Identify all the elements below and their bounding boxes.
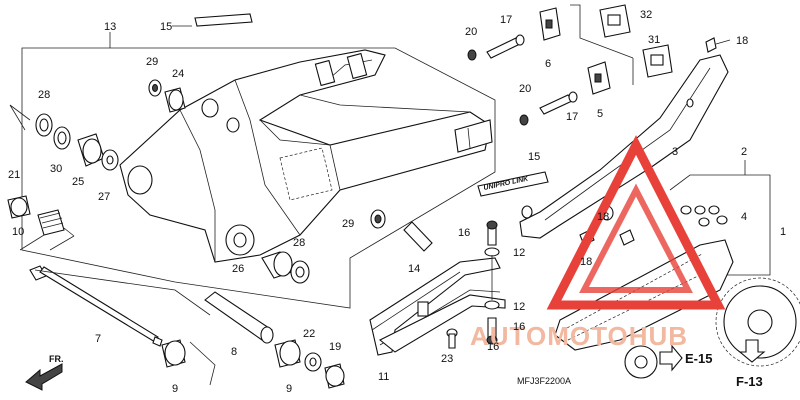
label-16-mid: 16 — [513, 321, 525, 333]
label-3: 3 — [672, 146, 678, 158]
label-20-top: 20 — [465, 26, 477, 38]
label-31: 31 — [648, 34, 660, 46]
label-25: 25 — [72, 176, 84, 188]
label-6: 6 — [545, 58, 551, 70]
label-16-low: 16 — [487, 341, 499, 353]
label-17-top: 17 — [500, 14, 512, 26]
label-9-right: 9 — [286, 383, 292, 395]
label-15-top: 15 — [160, 21, 172, 33]
label-26: 26 — [232, 263, 244, 275]
label-28-top: 28 — [38, 89, 50, 101]
adjuster-10 — [19, 209, 75, 251]
front-label: FR. — [49, 354, 64, 364]
drive-chain-box — [669, 160, 771, 276]
swingarm — [119, 49, 493, 263]
watermark-logo: AUTOMOTOHUB — [470, 135, 726, 351]
label-20-mid: 20 — [519, 83, 531, 95]
screws-16-12 — [446, 220, 500, 349]
label-11: 11 — [378, 371, 389, 383]
label-17-mid: 17 — [566, 111, 578, 123]
collar-8 — [204, 291, 274, 344]
clip-31 — [642, 44, 673, 78]
rear-sprocket — [715, 277, 800, 367]
drive-sprocket — [624, 345, 658, 379]
label-13: 13 — [104, 21, 116, 33]
clip-32 — [599, 4, 631, 38]
bolt-18-top — [705, 37, 731, 53]
label-12-top: 12 — [513, 247, 525, 259]
bolts-17 — [467, 34, 578, 126]
label-19: 19 — [329, 341, 341, 353]
label-18-mid: 18 — [597, 211, 609, 223]
ref-f13: F-13 — [736, 374, 763, 389]
pivot-parts-left — [9, 104, 119, 171]
adjuster-bolt-21 — [7, 195, 31, 219]
front-direction-arrow[interactable] — [25, 363, 63, 391]
swingarm-group-outline — [21, 32, 496, 309]
diagram-code: MFJ3F2200A — [517, 376, 571, 386]
watermark-text: AUTOMOTOHUB — [470, 321, 688, 351]
collar-26-28 — [261, 251, 310, 284]
label-18-top: 18 — [736, 35, 748, 47]
label-7: 7 — [95, 333, 101, 345]
label-32: 32 — [640, 9, 652, 21]
label-18-low: 18 — [580, 256, 592, 268]
label-29-mid: 29 — [342, 218, 354, 230]
label-14: 14 — [408, 263, 420, 275]
label-4: 4 — [741, 211, 747, 223]
bearing-29 — [370, 209, 386, 229]
label-15-mid: 15 — [528, 151, 540, 163]
ref-arrow-f13 — [738, 339, 766, 363]
label-23: 23 — [441, 353, 453, 365]
label-10: 10 — [12, 226, 24, 238]
decal-strip-top — [194, 13, 253, 27]
clip-group-outline — [570, 4, 634, 85]
collar-14 — [403, 221, 433, 252]
clip-5 — [587, 61, 611, 95]
chain-slider — [369, 257, 506, 356]
label-29-top: 29 — [146, 56, 158, 68]
label-5: 5 — [597, 108, 603, 120]
label-27: 27 — [98, 191, 110, 203]
label-24: 24 — [172, 68, 184, 80]
master-link-kit — [680, 205, 728, 227]
bearings-top — [148, 79, 186, 113]
label-16-top: 16 — [458, 227, 470, 239]
label-28-bottom: 28 — [293, 237, 305, 249]
ref-e15: E-15 — [685, 351, 712, 366]
label-8: 8 — [231, 346, 237, 358]
bushings-bottom — [161, 339, 345, 389]
pivot-shaft — [29, 265, 211, 347]
label-9-left: 9 — [172, 383, 178, 395]
label-1: 1 — [780, 226, 786, 238]
clip-6 — [539, 7, 561, 41]
label-12-bottom: 12 — [513, 301, 525, 313]
ref-arrow-e15 — [659, 344, 683, 372]
label-22: 22 — [303, 328, 315, 340]
watermark-triangle — [546, 135, 726, 310]
watermark-triangle-inner — [579, 183, 693, 293]
label-21: 21 — [8, 169, 20, 181]
label-30: 30 — [50, 163, 62, 175]
label-2: 2 — [741, 146, 747, 158]
